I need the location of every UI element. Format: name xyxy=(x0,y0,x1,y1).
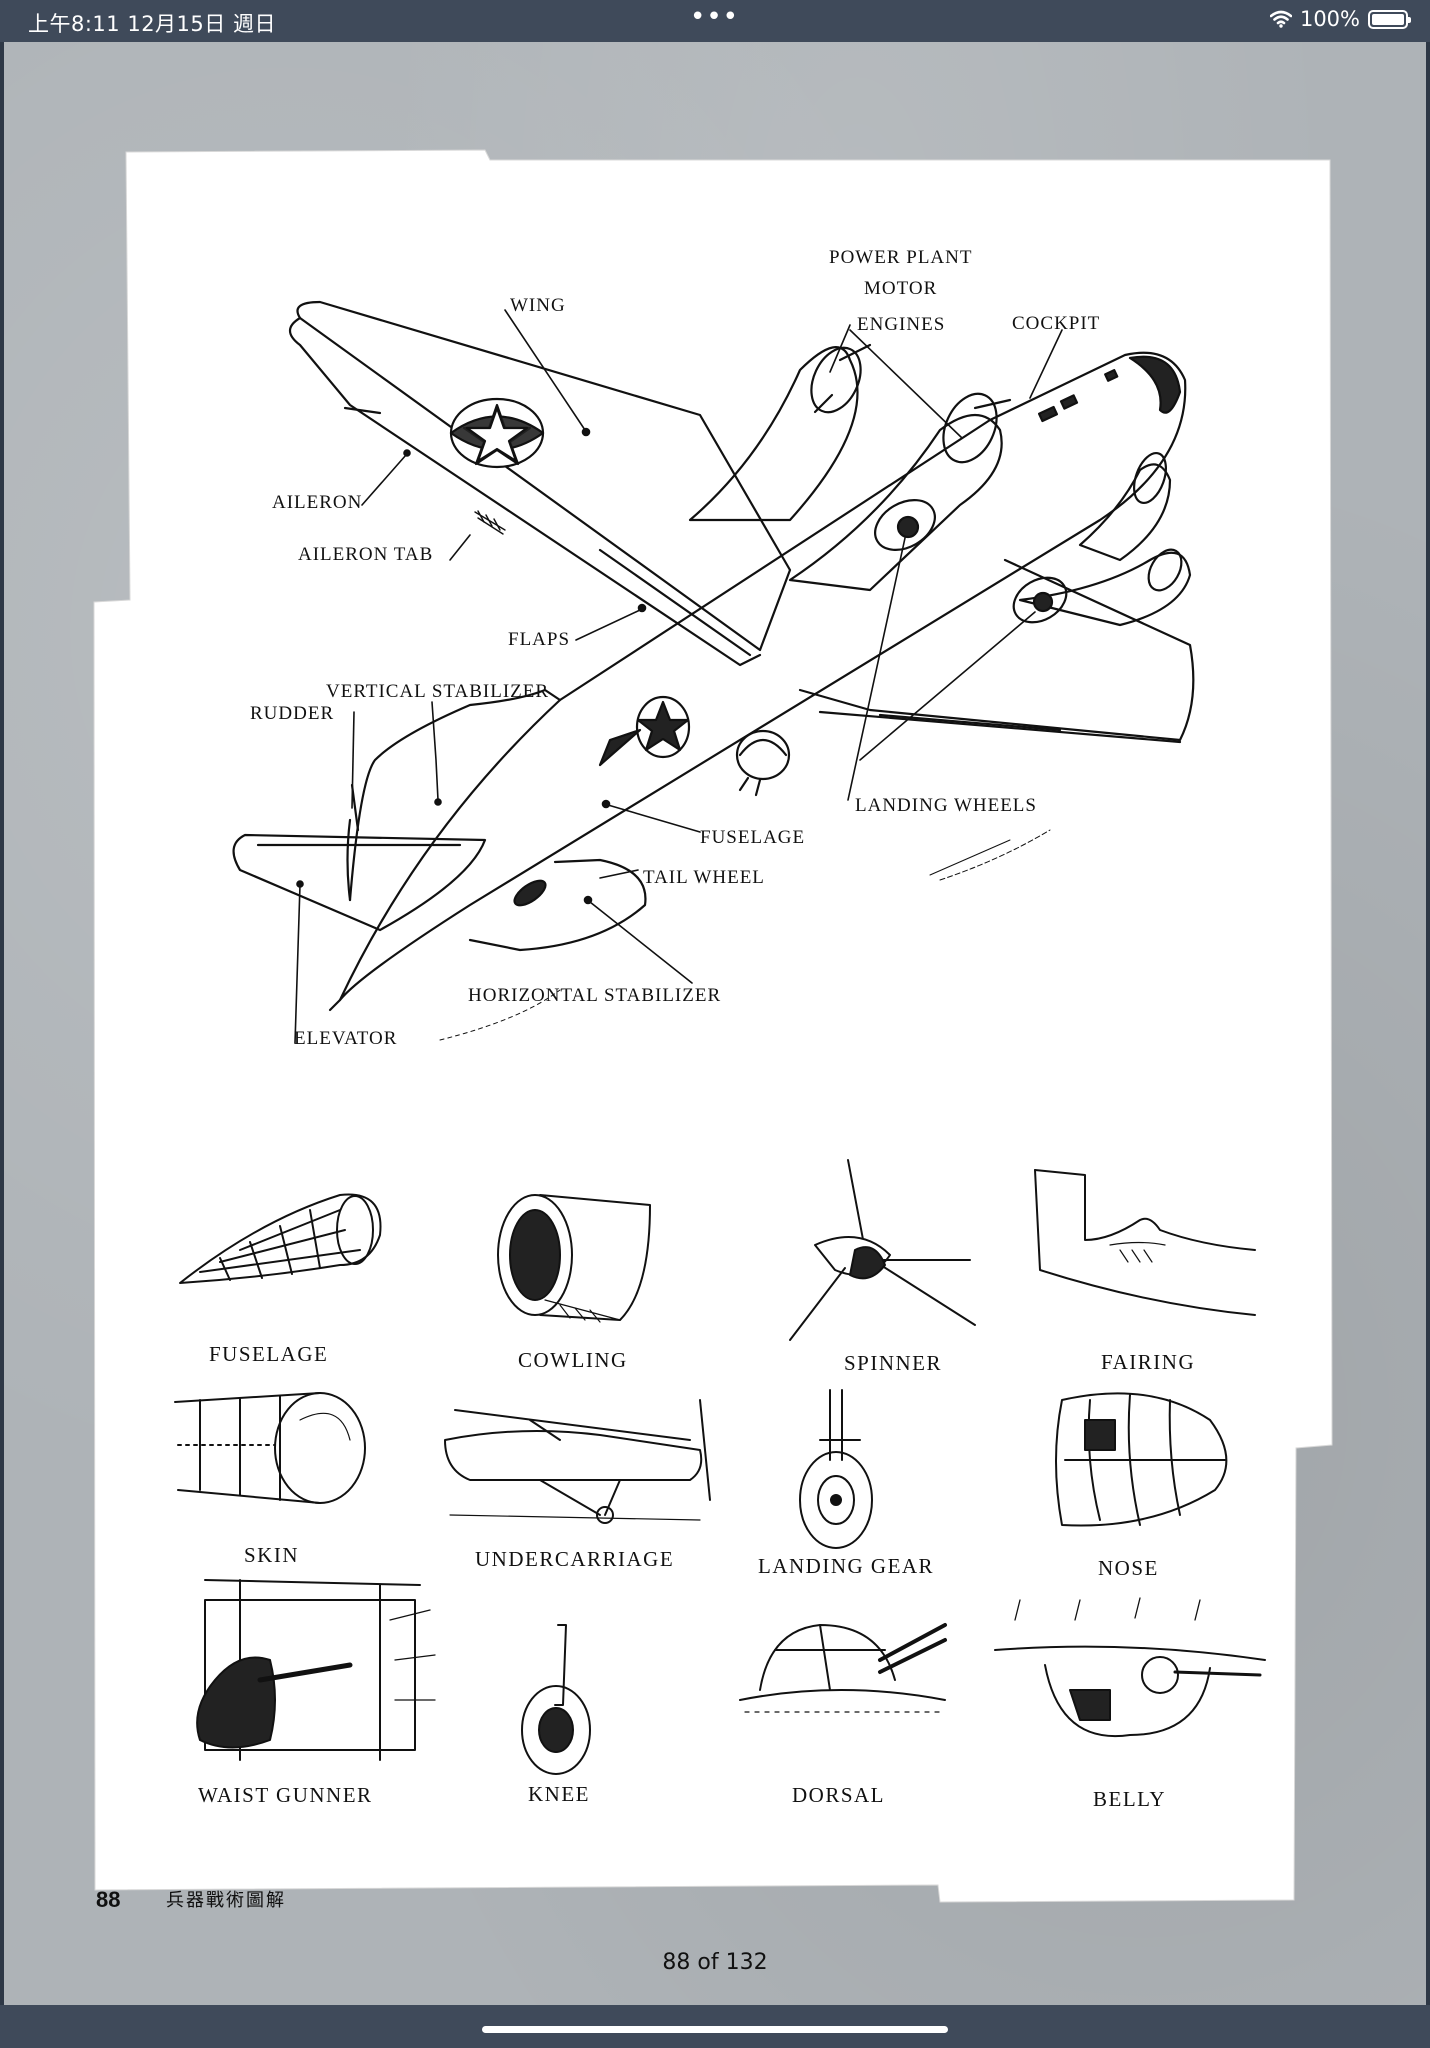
nose-sketch-icon xyxy=(1055,1392,1228,1527)
part-label: SPINNER xyxy=(844,1351,942,1375)
page-number: 88 xyxy=(96,1887,120,1912)
label-motor: MOTOR xyxy=(864,278,937,299)
part-label: DORSAL xyxy=(792,1783,885,1807)
part-label: FAIRING xyxy=(1101,1350,1195,1374)
label-flaps: FLAPS xyxy=(508,629,570,650)
part-label: KNEE xyxy=(528,1782,590,1806)
label-fuselage: FUSELAGE xyxy=(700,827,805,848)
part-label: SKIN xyxy=(244,1543,299,1567)
multitasking-dots-icon[interactable]: ••• xyxy=(690,2,740,32)
label-rudder: RUDDER xyxy=(250,703,334,724)
knee-sketch-icon xyxy=(521,1624,591,1775)
waist-gunner-sketch-icon xyxy=(196,1579,436,1761)
label-tail-wheel: TAIL WHEEL xyxy=(643,867,765,888)
part-label: COWLING xyxy=(518,1348,628,1372)
fuselage-sketch-icon xyxy=(179,1193,382,1284)
page-counter: 88 of 132 xyxy=(662,1950,768,1975)
part-label: WAIST GUNNER xyxy=(198,1783,373,1807)
home-indicator[interactable] xyxy=(482,2026,948,2033)
fairing-sketch-icon xyxy=(1034,1169,1256,1316)
reader-view[interactable]: WING POWER PLANT MOTOR ENGINES COCKPIT A… xyxy=(0,42,1430,2005)
part-label: BELLY xyxy=(1093,1787,1166,1811)
page-paper xyxy=(93,149,1333,1903)
label-elevator: ELEVATOR xyxy=(294,1028,397,1049)
label-horizontal-stabilizer: HORIZONTAL STABILIZER xyxy=(468,985,721,1006)
battery-percent: 100% xyxy=(1299,7,1360,31)
label-vertical-stabilizer: VERTICAL STABILIZER xyxy=(326,681,549,702)
label-aileron: AILERON xyxy=(272,492,362,513)
undercarriage-sketch-icon xyxy=(444,1399,711,1524)
skin-sketch-icon xyxy=(174,1392,366,1504)
status-bar: 上午8:11 12月15日 週日 ••• 100% xyxy=(0,0,1430,42)
part-label: FUSELAGE xyxy=(209,1342,328,1366)
battery-icon xyxy=(1368,9,1411,29)
spinner-sketch-icon xyxy=(789,1159,976,1341)
parts-labels: FUSELAGE COWLING SPINNER FAIRING SKIN UN… xyxy=(198,1342,1195,1811)
status-time: 上午8:11 12月15日 週日 xyxy=(28,12,276,36)
label-power-plant: POWER PLANT xyxy=(829,247,972,268)
label-aileron-tab: AILERON TAB xyxy=(298,544,433,565)
book-title: 兵器戰術圖解 xyxy=(166,1890,286,1911)
landing-gear-sketch-icon xyxy=(799,1389,873,1549)
label-engines: ENGINES xyxy=(857,314,945,335)
parts-sketches xyxy=(174,1159,1266,1775)
aircraft-diagram xyxy=(232,300,1195,1044)
book-page: WING POWER PLANT MOTOR ENGINES COCKPIT A… xyxy=(93,149,1333,1912)
label-cockpit: COCKPIT xyxy=(1012,313,1100,334)
part-label: NOSE xyxy=(1098,1556,1159,1580)
part-label: UNDERCARRIAGE xyxy=(475,1547,674,1571)
wifi-icon xyxy=(1269,10,1292,28)
label-wing: WING xyxy=(510,295,566,316)
status-indicators: 100% xyxy=(1269,7,1411,31)
reader-left-edge xyxy=(0,42,4,2005)
label-landing-wheels: LANDING WHEELS xyxy=(855,795,1037,816)
part-label: LANDING GEAR xyxy=(758,1554,934,1578)
belly-sketch-icon xyxy=(994,1597,1266,1738)
diagram-labels: WING POWER PLANT MOTOR ENGINES COCKPIT A… xyxy=(250,247,1100,1049)
reader-right-edge xyxy=(1426,42,1430,2005)
cowling-sketch-icon xyxy=(497,1194,651,1323)
dorsal-sketch-icon xyxy=(739,1623,947,1713)
